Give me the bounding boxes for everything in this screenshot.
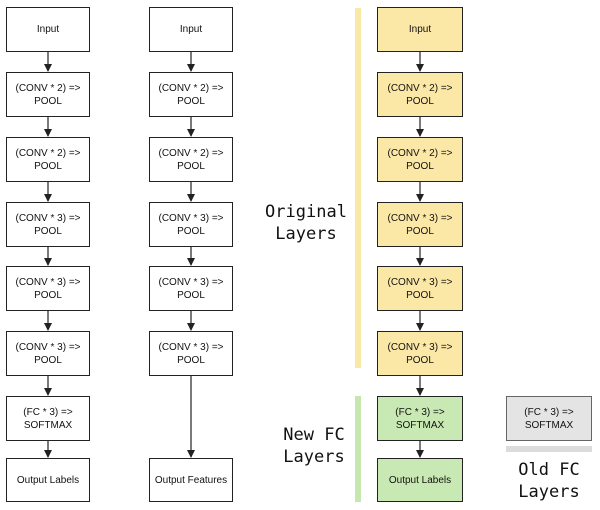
col3-conv-block-4: (CONV * 3) => POOL bbox=[377, 266, 463, 311]
col1-conv-block-2: (CONV * 2) => POOL bbox=[6, 137, 90, 182]
col1-input-box: Input bbox=[6, 7, 90, 52]
col1-conv-block-3: (CONV * 3) => POOL bbox=[6, 202, 90, 247]
col3-input-box: Input bbox=[377, 7, 463, 52]
col3-conv-block-1: (CONV * 2) => POOL bbox=[377, 72, 463, 117]
col2-conv-block-3: (CONV * 3) => POOL bbox=[149, 202, 233, 247]
col3-conv-block-2: (CONV * 2) => POOL bbox=[377, 137, 463, 182]
new-fc-layers-label: New FC Layers bbox=[283, 425, 345, 467]
original-layers-label: Original Layers bbox=[265, 202, 347, 244]
col3-conv-block-3: (CONV * 3) => POOL bbox=[377, 202, 463, 247]
col3-conv-block-5: (CONV * 3) => POOL bbox=[377, 331, 463, 376]
col2-input-box: Input bbox=[149, 7, 233, 52]
old-fc-layers-label: Old FC Layers bbox=[518, 460, 580, 502]
col2-conv-block-5: (CONV * 3) => POOL bbox=[149, 331, 233, 376]
col3-output-labels-box: Output Labels bbox=[377, 458, 463, 502]
col1-conv-block-4: (CONV * 3) => POOL bbox=[6, 266, 90, 311]
col2-conv-block-1: (CONV * 2) => POOL bbox=[149, 72, 233, 117]
original-layers-bracket bbox=[355, 8, 361, 368]
col1-conv-block-5: (CONV * 3) => POOL bbox=[6, 331, 90, 376]
col2-conv-block-2: (CONV * 2) => POOL bbox=[149, 137, 233, 182]
col3-fc-softmax-box: (FC * 3) => SOFTMAX bbox=[377, 396, 463, 441]
old-fc-layers-bracket bbox=[506, 446, 592, 452]
col2-conv-block-4: (CONV * 3) => POOL bbox=[149, 266, 233, 311]
new-fc-layers-bracket bbox=[355, 396, 361, 502]
old-fc-softmax-box: (FC * 3) => SOFTMAX bbox=[506, 396, 592, 441]
col1-conv-block-1: (CONV * 2) => POOL bbox=[6, 72, 90, 117]
col1-fc-softmax-box: (FC * 3) => SOFTMAX bbox=[6, 396, 90, 441]
col1-output-labels-box: Output Labels bbox=[6, 458, 90, 502]
col2-output-features-box: Output Features bbox=[149, 458, 233, 502]
